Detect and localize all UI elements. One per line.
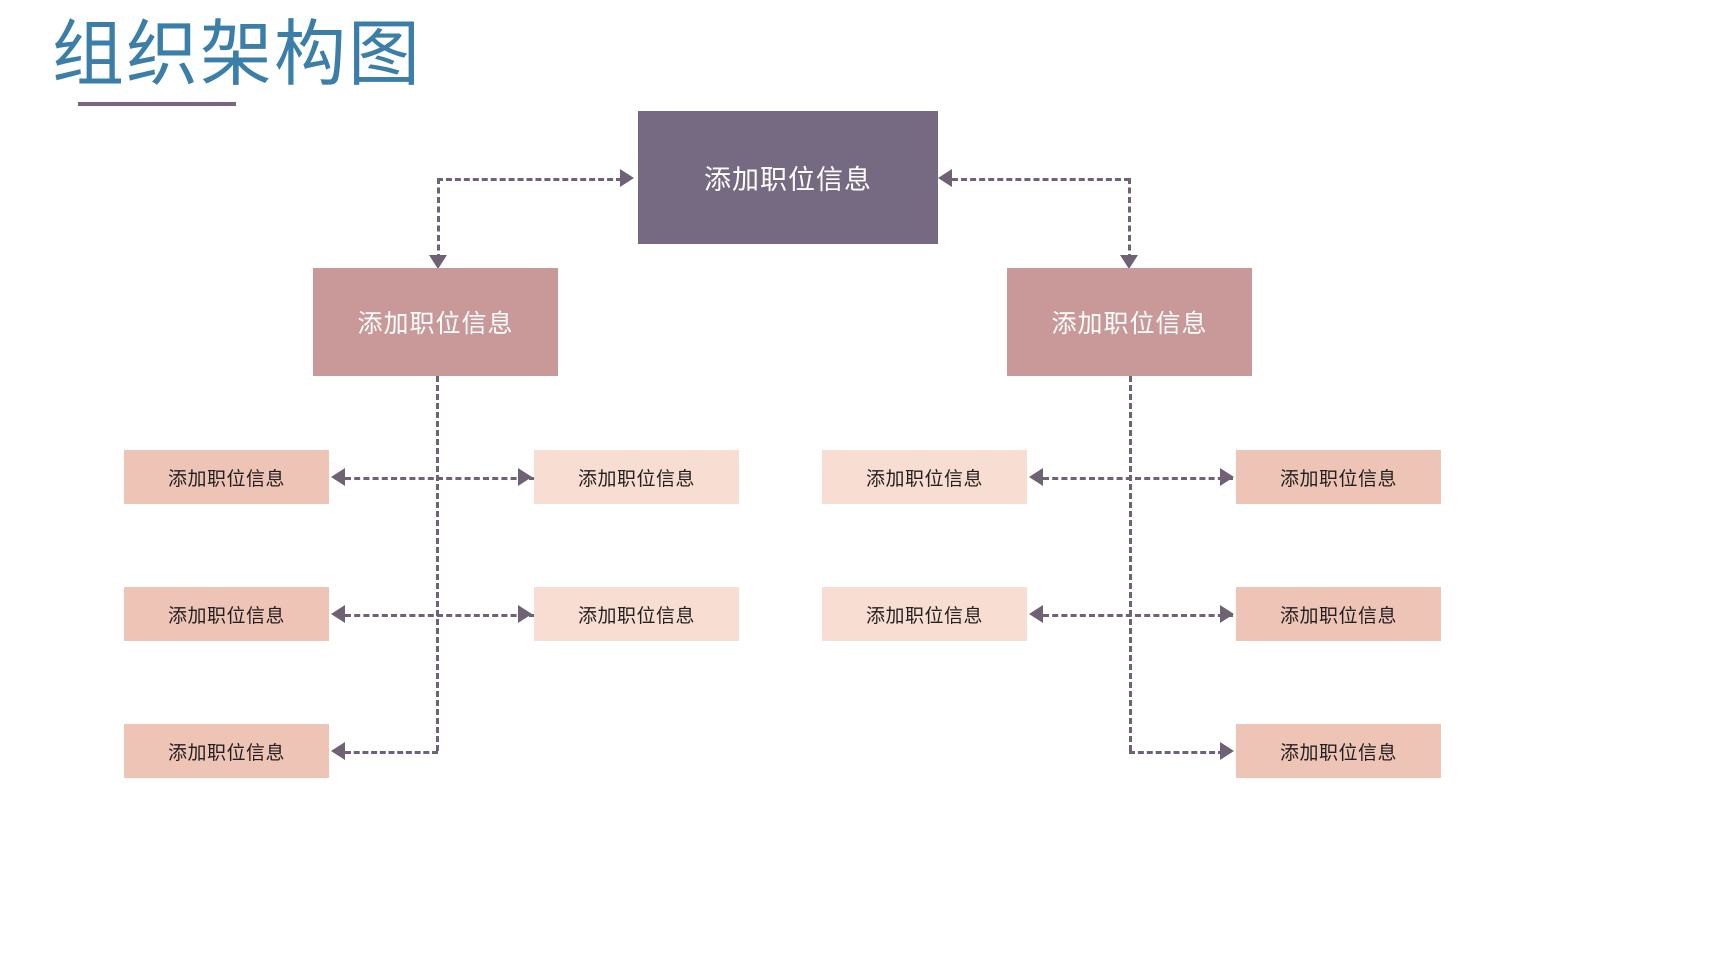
node-root-label: 添加职位信息 — [704, 165, 872, 196]
node-level2-left[interactable]: 添加职位信息 — [313, 268, 558, 376]
connector-root-right-vertical — [1128, 178, 1131, 260]
node-level2-left-label: 添加职位信息 — [357, 309, 514, 338]
node-level3-left-outer-2[interactable]: 添加职位信息 — [124, 587, 329, 641]
connector-left-l2-to-root-horizontal — [437, 178, 622, 181]
arrowhead-left-row1-inner — [518, 468, 532, 486]
node-level3-right-outer-3[interactable]: 添加职位信息 — [1236, 724, 1441, 778]
connector-left-row2 — [345, 614, 535, 617]
arrowhead-left-row3-outer — [331, 742, 345, 760]
node-level3-left-outer-3-label: 添加职位信息 — [167, 741, 285, 764]
node-level2-right[interactable]: 添加职位信息 — [1007, 268, 1252, 376]
arrowhead-left-row2-outer — [331, 605, 345, 623]
arrowhead-right-row2-outer — [1220, 605, 1234, 623]
page-title: 组织架构图 — [52, 12, 423, 96]
arrowhead-right-row1-inner — [1029, 468, 1043, 486]
node-level3-right-inner-2-label: 添加职位信息 — [865, 604, 983, 627]
arrowhead-right-l2-to-root — [938, 169, 952, 187]
arrowhead-root-to-left-l2 — [429, 255, 447, 269]
arrowhead-right-row1-outer — [1220, 468, 1234, 486]
node-level3-right-outer-2[interactable]: 添加职位信息 — [1236, 587, 1441, 641]
connector-left-row3 — [345, 751, 438, 754]
connector-root-left-vertical — [437, 178, 440, 260]
node-level3-left-inner-2[interactable]: 添加职位信息 — [534, 587, 739, 641]
arrowhead-root-to-right-l2 — [1120, 255, 1138, 269]
node-level3-left-inner-1-label: 添加职位信息 — [577, 467, 695, 490]
title-block: 组织架构图 — [52, 12, 423, 106]
node-level3-left-outer-1[interactable]: 添加职位信息 — [124, 450, 329, 504]
node-level3-right-inner-2[interactable]: 添加职位信息 — [822, 587, 1027, 641]
title-underline — [78, 102, 236, 106]
connector-left-trunk — [436, 376, 439, 751]
node-level3-left-outer-2-label: 添加职位信息 — [167, 604, 285, 627]
connector-right-row3 — [1129, 751, 1224, 754]
node-level3-right-outer-3-label: 添加职位信息 — [1279, 741, 1397, 764]
node-root[interactable]: 添加职位信息 — [638, 111, 938, 244]
arrowhead-left-l2-to-root — [620, 169, 634, 187]
arrowhead-right-row3-outer — [1220, 742, 1234, 760]
connector-right-trunk — [1129, 376, 1132, 751]
connector-right-row1 — [1043, 477, 1233, 480]
node-level2-right-label: 添加职位信息 — [1051, 309, 1208, 338]
node-level3-left-outer-3[interactable]: 添加职位信息 — [124, 724, 329, 778]
node-level3-right-outer-1-label: 添加职位信息 — [1279, 467, 1397, 490]
node-level3-right-inner-1-label: 添加职位信息 — [865, 467, 983, 490]
node-level3-right-inner-1[interactable]: 添加职位信息 — [822, 450, 1027, 504]
arrowhead-right-row2-inner — [1029, 605, 1043, 623]
node-level3-left-outer-1-label: 添加职位信息 — [167, 467, 285, 490]
node-level3-right-outer-1[interactable]: 添加职位信息 — [1236, 450, 1441, 504]
node-level3-left-inner-2-label: 添加职位信息 — [577, 604, 695, 627]
connector-right-l2-to-root-horizontal — [952, 178, 1130, 181]
node-level3-right-outer-2-label: 添加职位信息 — [1279, 604, 1397, 627]
arrowhead-left-row1-outer — [331, 468, 345, 486]
arrowhead-left-row2-inner — [518, 605, 532, 623]
connector-right-row2 — [1043, 614, 1233, 617]
node-level3-left-inner-1[interactable]: 添加职位信息 — [534, 450, 739, 504]
connector-left-row1 — [345, 477, 535, 480]
